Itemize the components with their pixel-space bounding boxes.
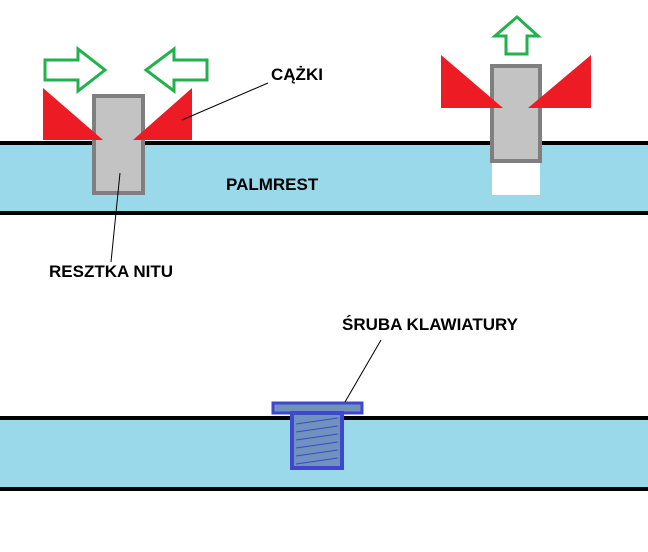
leader-line-screw	[344, 339, 382, 403]
label-keyboard-screw: ŚRUBA KLAWIATURY	[342, 315, 519, 334]
arrow-left-outline-icon	[143, 46, 209, 94]
pliers-jaw-right-pulling	[528, 55, 591, 108]
screw-thread	[295, 417, 339, 465]
leader-line-rivet	[110, 172, 121, 263]
leader-line-pliers	[181, 82, 269, 121]
rivet-remnant-left	[92, 94, 145, 195]
label-pliers: CĄŻKI	[271, 65, 323, 84]
arrow-right-outline-icon	[43, 45, 108, 95]
rivet-hole	[492, 162, 540, 195]
label-palmrest: PALMREST	[226, 175, 319, 194]
arrow-up-outline-icon	[490, 14, 542, 56]
rivet-remnant-pulled	[490, 64, 542, 163]
label-rivet-remnant: RESZTKA NITU	[49, 262, 173, 281]
pliers-jaw-left-pulling	[441, 55, 503, 108]
pliers-jaw-left	[43, 88, 103, 140]
pliers-jaw-right	[133, 88, 192, 140]
keyboard-screw	[271, 401, 364, 470]
rivet-remnant-body	[92, 94, 145, 195]
